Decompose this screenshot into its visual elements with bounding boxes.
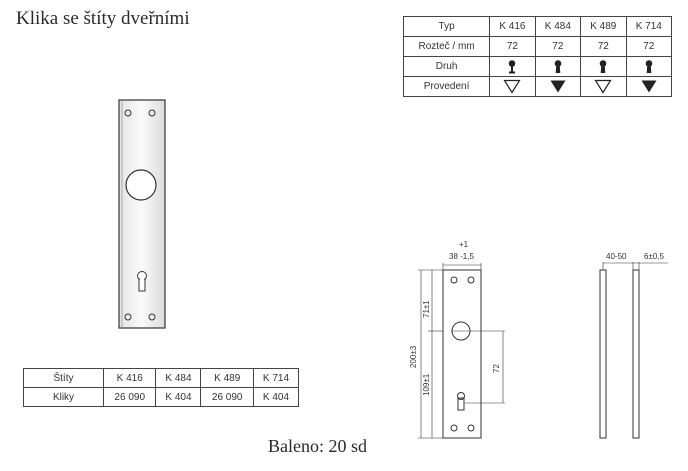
handle-cell: 26 090 (200, 387, 254, 407)
keyhole-cell (580, 56, 627, 77)
table-row-druh: Druh (402, 56, 673, 77)
upper-dimension-label: 71±1 (422, 300, 431, 318)
spec-table: Typ K 416 K 484 K 489 K 714 Rozteč / mm … (402, 16, 673, 97)
packaging-note: Baleno: 20 sd (268, 436, 367, 456)
spacing-cell: 72 (489, 36, 536, 57)
finish-cell (625, 76, 673, 97)
row-label-typ: Typ (402, 16, 491, 37)
lower-dimension-label: 109±1 (422, 373, 431, 396)
filled-triangle-icon (641, 80, 657, 93)
keyhole-icon (554, 59, 562, 73)
keyhole-icon (599, 59, 607, 73)
table-row-type: Typ K 416 K 484 K 489 K 714 (402, 16, 673, 37)
handle-cell: 26 090 (102, 387, 157, 407)
keyhole-cell (489, 56, 536, 77)
outline-triangle-icon (594, 79, 612, 94)
plate-cell: K 416 (102, 368, 157, 388)
page-title: Klika se štíty dveřními (16, 8, 190, 29)
handle-cell: K 404 (252, 387, 300, 407)
finish-cell (580, 76, 627, 97)
spacing-dimension-label: 72 (492, 364, 501, 373)
spacing-cell: 72 (625, 36, 673, 57)
plate-cell: K 489 (200, 368, 254, 388)
table-row-stity: Štíty K 416 K 484 K 489 K 714 (23, 368, 300, 388)
row-label-kliky: Kliky (23, 387, 104, 407)
type-cell: K 416 (489, 16, 536, 37)
finish-cell (534, 76, 582, 97)
plate-handle-table: Štíty K 416 K 484 K 489 K 714 Kliky 26 0… (23, 368, 300, 407)
tolerance-top-label: +1 (459, 240, 469, 249)
handle-cell: K 404 (155, 387, 202, 407)
type-cell: K 489 (580, 16, 627, 37)
plate-cell: K 484 (155, 368, 202, 388)
row-label-roztec: Rozteč / mm (402, 36, 491, 57)
total-height-label: 200±3 (409, 345, 418, 368)
width-dimension-label: 38 -1,5 (449, 252, 474, 261)
row-label-provedeni: Provedení (402, 76, 491, 97)
table-row-kliky: Kliky 26 090 K 404 26 090 K 404 (23, 387, 300, 407)
plate-cell: K 714 (252, 368, 300, 388)
table-row-spacing: Rozteč / mm 72 72 72 72 (402, 36, 673, 57)
type-cell: K 484 (534, 16, 582, 37)
filled-triangle-icon (550, 80, 566, 93)
keyhole-cell (625, 56, 673, 77)
finish-cell (489, 76, 536, 97)
spacing-cell: 72 (580, 36, 627, 57)
spacing-cell: 72 (534, 36, 582, 57)
type-cell: K 714 (625, 16, 673, 37)
outline-triangle-icon (503, 79, 521, 94)
figure-key-keyhole-icon (509, 59, 516, 73)
side-dimension-2-label: 6±0,5 (644, 252, 665, 261)
table-row-provedeni: Provedení (402, 76, 673, 97)
door-plate (118, 99, 166, 329)
side-dimension-1-label: 40-50 (606, 252, 627, 261)
keyhole-icon (645, 59, 653, 73)
keyhole-cell (534, 56, 582, 77)
row-label-druh: Druh (402, 56, 491, 77)
row-label-stity: Štíty (23, 368, 104, 388)
